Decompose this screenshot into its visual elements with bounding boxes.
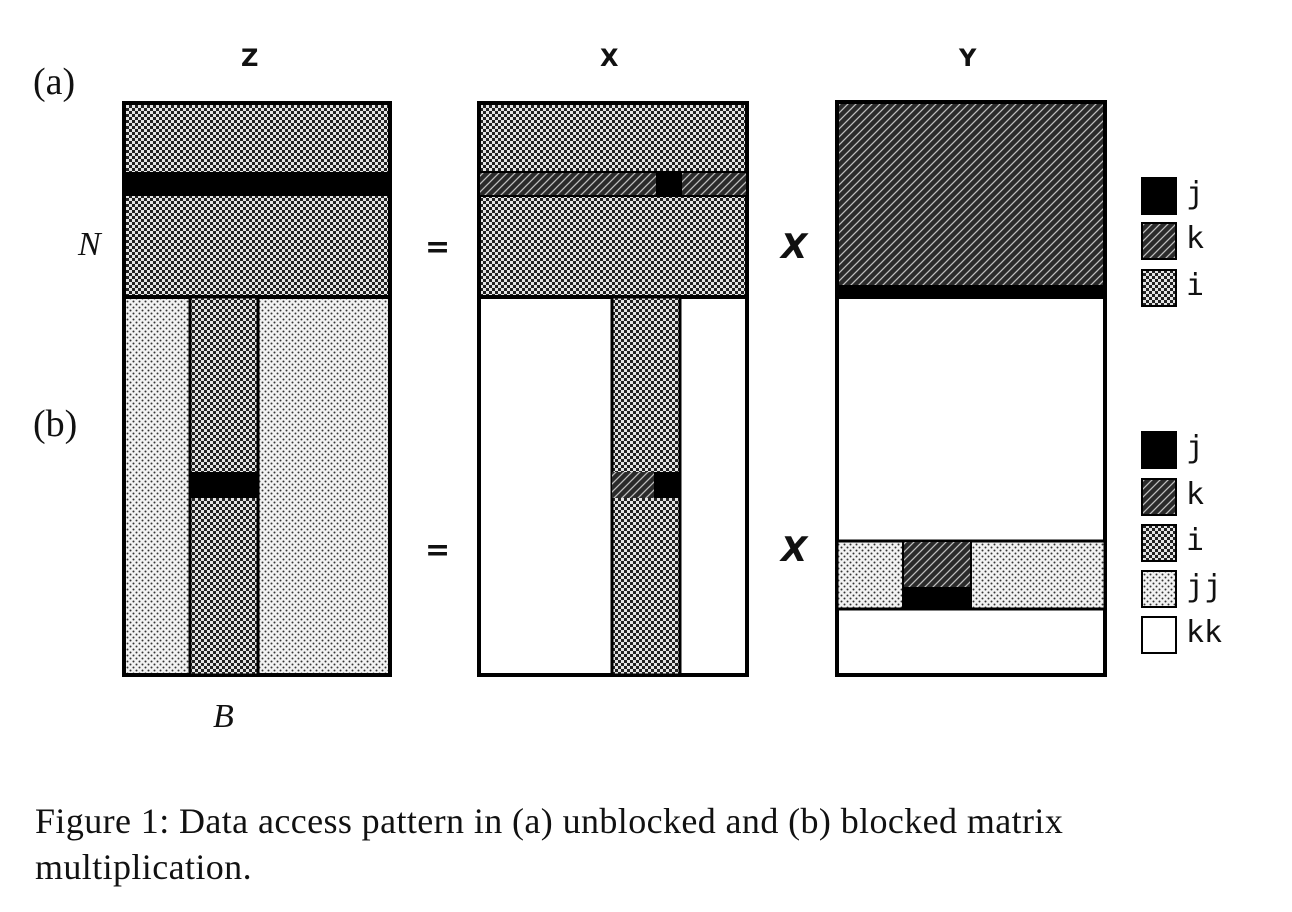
times-sign-a: X [781, 227, 808, 267]
matrix-b-y [835, 295, 1107, 677]
legend-label-kk: kk [1186, 615, 1223, 650]
legend-label-jj: jj [1186, 569, 1223, 604]
legend-label-j: j [1186, 430, 1205, 465]
legend-b [1141, 431, 1177, 654]
dimension-label-b: B [213, 698, 234, 735]
column-header-x: X [600, 44, 619, 72]
legend-label-k: k [1186, 477, 1205, 512]
equals-sign-a: = [425, 230, 451, 265]
column-header-y: Y [959, 44, 977, 72]
column-header-z: Z [241, 44, 259, 72]
legend-swatch-k [1141, 222, 1177, 260]
legend-swatch-i [1141, 269, 1177, 307]
equals-sign-b: = [425, 533, 451, 568]
times-sign-b: X [781, 530, 808, 570]
row-i [478, 171, 748, 197]
legend-swatch-jj [1141, 570, 1177, 608]
matrix-b-z [122, 295, 392, 677]
legend-swatch-j [1141, 177, 1177, 215]
row-j [124, 172, 390, 196]
figure-caption: Figure 1: Data access pattern in (a) unb… [35, 801, 1064, 887]
element-j [903, 587, 971, 609]
legend-a [1141, 177, 1177, 307]
legend-label-i: i [1186, 523, 1205, 558]
element-j [190, 472, 258, 498]
legend-swatch-kk [1141, 616, 1177, 654]
part-label-a: (a) [33, 61, 76, 103]
part-label-b: (b) [33, 403, 78, 445]
legend-swatch-k [1141, 478, 1177, 516]
element-j [656, 172, 682, 196]
dimension-label-n: N [78, 226, 101, 263]
legend-label-j: j [1186, 176, 1205, 211]
legend-swatch-j [1141, 431, 1177, 469]
matrix-b-x [477, 295, 749, 677]
legend-label-k: k [1186, 221, 1205, 256]
legend-label-i: i [1186, 268, 1205, 303]
legend-swatch-i [1141, 524, 1177, 562]
